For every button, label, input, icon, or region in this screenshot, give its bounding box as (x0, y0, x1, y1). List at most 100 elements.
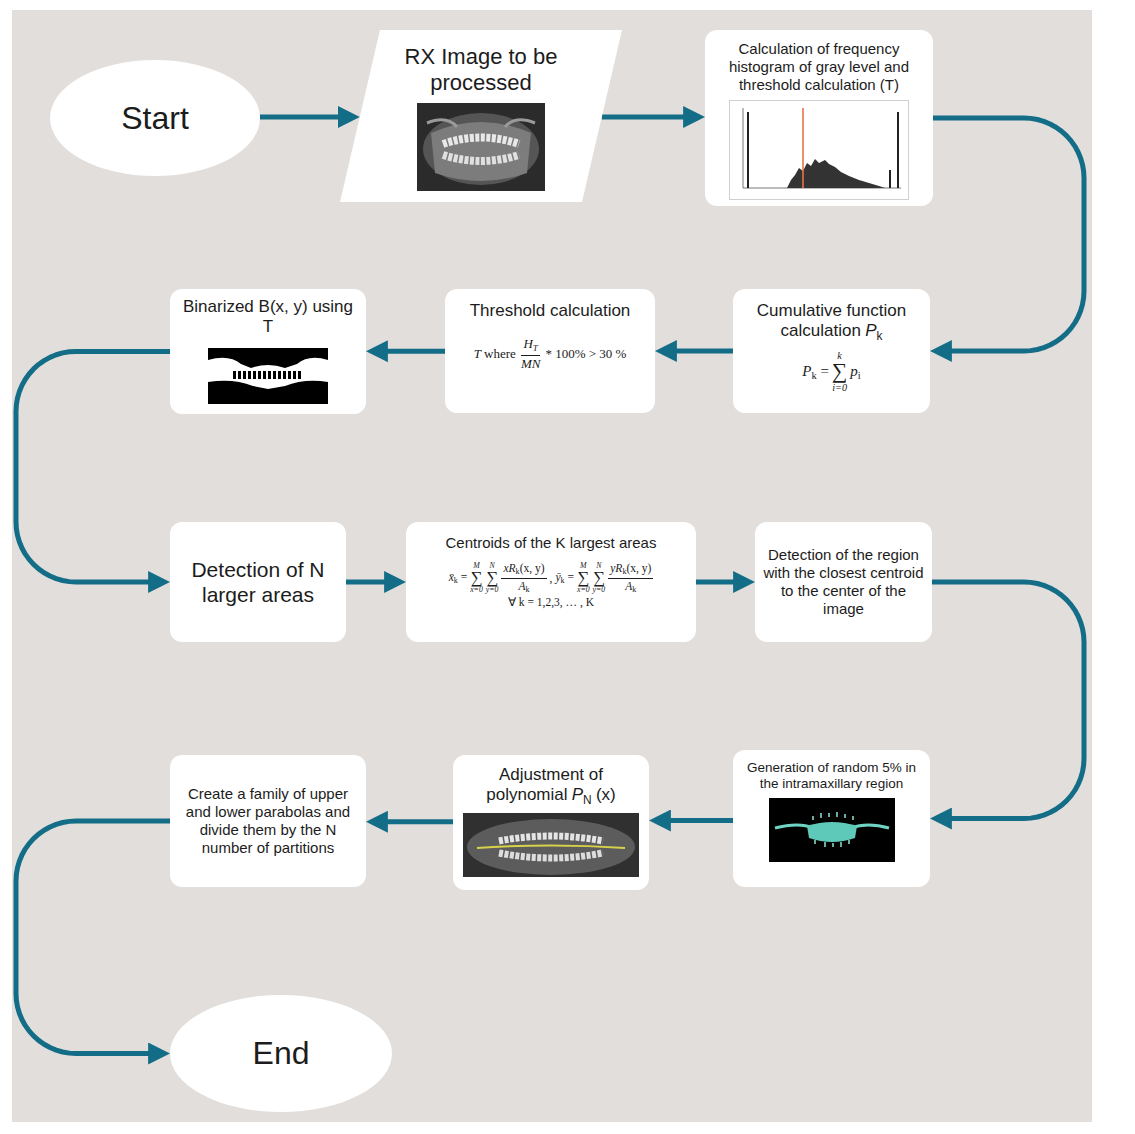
node-text: N (583, 793, 592, 807)
node-text: = (461, 571, 468, 583)
node-text: k (837, 351, 842, 361)
flow-arrow (696, 580, 743, 585)
denominator: MN (519, 356, 543, 372)
node-text: (x, y) (520, 562, 545, 574)
histogram-plot (729, 100, 909, 200)
numerator: yRk(x, y) (608, 562, 653, 579)
input-parallelogram: RX Image to be processed (340, 30, 622, 202)
formula-term: * 100% > 30 % (545, 347, 626, 362)
node-text: (x, y) (626, 562, 651, 574)
fraction: HTMN (519, 337, 543, 371)
node-text: ȳ (555, 571, 560, 583)
flow-arrow (346, 580, 394, 585)
node-text: k (454, 576, 458, 585)
summation: N∑y=0 (486, 562, 499, 594)
process-box: Create a family of upper and lower parab… (170, 755, 366, 887)
summation: M∑x=0 (577, 562, 590, 594)
node-text: Generation of random 5% in the intramaxi… (747, 760, 916, 791)
node-text: Binarized B(x, y) using T (183, 297, 353, 336)
formula: Pk =k∑i=0pi (743, 351, 920, 393)
flow-arrow (378, 819, 453, 824)
node-text: Cumulative function calculation (757, 301, 906, 340)
plot-axes (743, 108, 901, 188)
numerator: HT (521, 337, 539, 355)
upper-teeth (499, 836, 603, 841)
node-label: RX Image to be processed (386, 44, 576, 97)
node-text: xR (503, 562, 515, 574)
node-text: k (811, 370, 816, 381)
fitted-curve-xray (463, 813, 639, 877)
ellipse-fill (170, 995, 392, 1112)
histogram-spike (897, 112, 899, 188)
node-text: Start (121, 100, 189, 136)
fraction: yRk(x, y)Ak (608, 562, 653, 594)
formula-term: ȳk= (555, 571, 574, 586)
node-text: P (865, 321, 876, 340)
node-text: Threshold calculation (470, 301, 631, 320)
node-text: End (253, 1035, 310, 1071)
binary-ground (205, 344, 331, 408)
node-text: ∀ k = 1,2,3, … , K (508, 596, 594, 608)
node-text: A (625, 580, 632, 592)
node-text: k (876, 329, 882, 343)
node-label: Start (121, 99, 189, 137)
node-text: = (567, 571, 574, 583)
flow-arrow (661, 818, 733, 823)
node-label: Adjustment of polynomialPN(x) (461, 765, 641, 807)
node-text: ∑ (832, 361, 848, 383)
process-box: Binarized B(x, y) using T (170, 289, 366, 414)
panoramic-xray (417, 103, 545, 191)
formula-term: ∀ k = 1,2,3, … , K (508, 596, 594, 609)
node-text: N (490, 562, 495, 570)
node-text: x=0 (577, 586, 590, 594)
node-text: Calculation of frequency histogram of gr… (729, 40, 909, 93)
node-label: Threshold calculation (470, 301, 631, 321)
node-text: A (518, 580, 525, 592)
image-ground (769, 798, 895, 862)
xray-ground (463, 813, 639, 877)
node-text: k (632, 585, 636, 594)
node-text: y=0 (486, 586, 499, 594)
formula-term: , (550, 572, 553, 585)
node-text: = (820, 363, 828, 379)
node-text: i (858, 370, 861, 381)
flow-arrow (932, 582, 1084, 819)
node-text: T (474, 346, 481, 361)
binarized-image (205, 344, 331, 408)
node-text: yR (610, 562, 622, 574)
binary-region (208, 380, 328, 403)
xray-ground (417, 103, 545, 191)
process-box: Centroids of the K largest areasx̄k=M∑x=… (406, 522, 696, 642)
process-box: Threshold calculationTwhereHTMN* 100% > … (445, 289, 655, 413)
node-text: p (850, 363, 858, 379)
flow-arrow (16, 821, 170, 1054)
summation: k∑i=0 (832, 351, 848, 393)
node-label: Centroids of the K largest areas (446, 534, 657, 552)
start-terminal: Start (50, 60, 260, 176)
binary-teeth (233, 371, 303, 379)
upper-teeth (443, 137, 519, 144)
node-text: k (561, 576, 565, 585)
parallelogram-fill (340, 30, 622, 202)
node-label: Detection of N larger areas (178, 557, 338, 607)
process-box: Detection of the region with the closest… (755, 522, 932, 642)
node-text: , (550, 572, 553, 584)
formula-term: Pk = (802, 363, 829, 382)
region-fill (807, 822, 857, 842)
node-label: Binarized B(x, y) using T (178, 297, 358, 338)
node-text: Create a family of upper and lower parab… (186, 785, 350, 856)
denominator: Ak (516, 579, 531, 595)
node-text: k (622, 567, 626, 576)
node-text: x̄ (449, 571, 454, 583)
xray-skull (467, 819, 635, 875)
flow-arrow (602, 115, 693, 120)
node-text: k (516, 567, 520, 576)
xray-ramus (427, 120, 535, 127)
node-text: M (473, 562, 480, 570)
node-text: T (533, 343, 538, 353)
node-text: P (802, 363, 811, 379)
binary-region (255, 390, 281, 404)
node-text: y=0 (593, 586, 606, 594)
node-label: Detection of the region with the closest… (763, 546, 924, 618)
